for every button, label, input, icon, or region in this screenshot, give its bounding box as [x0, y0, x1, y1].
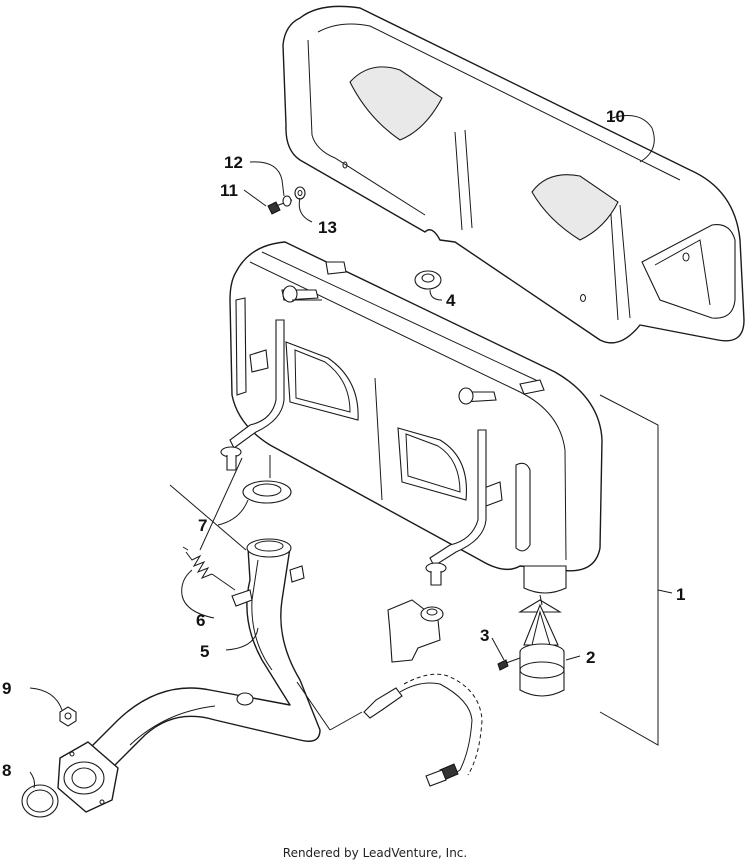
callout-10: 10	[606, 107, 625, 126]
callout-9: 9	[2, 679, 11, 698]
callout-2: 2	[586, 648, 595, 667]
header-pipe	[57, 538, 321, 813]
callout-4: 4	[446, 291, 456, 310]
heat-shield	[282, 5, 745, 344]
muffler	[220, 241, 603, 594]
shield-fasteners	[267, 186, 306, 215]
mount-bracket	[387, 599, 444, 663]
callout-1: 1	[676, 585, 685, 604]
ring-gasket	[21, 784, 59, 818]
callout-5: 5	[200, 642, 209, 661]
callout-8: 8	[2, 761, 11, 780]
gasket	[242, 480, 292, 504]
leader-lines	[29, 115, 673, 789]
spring	[182, 546, 236, 591]
oxygen-sensor	[363, 673, 483, 787]
callout-7: 7	[198, 516, 207, 535]
callout-12: 12	[224, 153, 243, 172]
nut	[59, 706, 77, 727]
callout-13: 13	[318, 218, 337, 237]
callout-3: 3	[480, 626, 489, 645]
callout-11: 11	[220, 181, 238, 200]
screw	[497, 657, 521, 671]
callout-labels: 1 2 3 4 5 6 7 8 9 10 11 12 13	[2, 107, 685, 780]
spark-arrestor	[518, 599, 565, 697]
grommet	[414, 270, 442, 290]
callout-6: 6	[196, 611, 205, 630]
render-credit: Rendered by LeadVenture, Inc.	[282, 846, 468, 860]
